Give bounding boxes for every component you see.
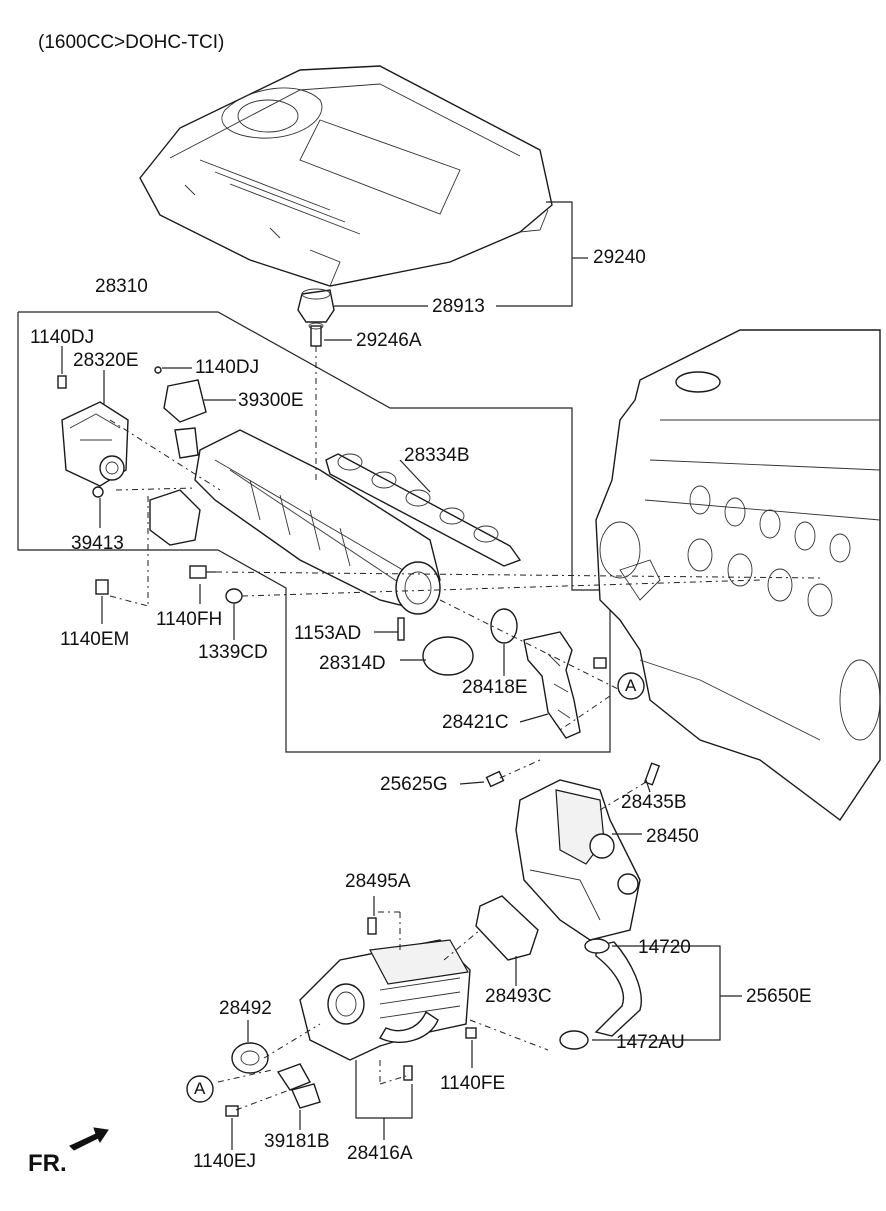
gasket-28493C-illustration xyxy=(475,895,539,961)
part-label-28493C: 28493C xyxy=(485,986,552,1007)
water-hose-25650E-illustration xyxy=(559,938,642,1050)
part-label-28450: 28450 xyxy=(646,826,699,847)
part-label-14720: 14720 xyxy=(638,937,691,958)
reference-circle-a-lower xyxy=(186,1075,214,1103)
part-label-39300E: 39300E xyxy=(238,390,304,411)
part-label-1140DJ-left: 1140DJ xyxy=(30,327,95,348)
grommet-28913-illustration xyxy=(297,288,335,323)
sensor-28320E-illustration xyxy=(57,375,129,498)
part-label-28418E: 28418E xyxy=(462,677,528,698)
engine-block-illustration xyxy=(595,329,881,822)
bolts-illustration xyxy=(95,565,405,641)
leader-lines xyxy=(61,201,742,1150)
part-label-1140EM: 1140EM xyxy=(60,629,130,650)
part-label-29246A: 29246A xyxy=(356,330,422,351)
part-label-25625G: 25625G xyxy=(380,774,448,795)
gasket-28314D-illustration xyxy=(422,636,474,676)
egr-valve-28450-illustration xyxy=(485,762,661,941)
part-label-28421C: 28421C xyxy=(442,712,509,733)
front-direction-label: FR. xyxy=(28,1150,67,1177)
part-label-25650E: 25650E xyxy=(746,986,812,1007)
part-label-28913: 28913 xyxy=(432,296,485,317)
intake-manifold-illustration xyxy=(149,427,441,615)
part-label-28320E: 28320E xyxy=(73,350,139,371)
part-label-28334B: 28334B xyxy=(404,445,470,466)
reference-mark-a-upper: A xyxy=(625,676,637,695)
sensor-39300E-illustration xyxy=(154,366,207,423)
pipe-28421C-illustration xyxy=(523,631,607,739)
alignment-dashes xyxy=(109,346,821,1111)
part-label-1140EJ: 1140EJ xyxy=(193,1151,257,1172)
egr-cooler-illustration xyxy=(225,917,477,1117)
part-label-29240: 29240 xyxy=(593,247,646,268)
part-label-1472AU: 1472AU xyxy=(616,1032,685,1053)
gasket-28334B-illustration xyxy=(325,453,522,567)
part-label-1140FE: 1140FE xyxy=(440,1073,506,1094)
front-direction-arrow-icon xyxy=(69,1127,109,1151)
part-label-28492: 28492 xyxy=(219,998,272,1019)
reference-mark-a-lower: A xyxy=(194,1079,206,1098)
part-label-39413: 39413 xyxy=(71,533,124,554)
stud-29246A-illustration xyxy=(308,322,324,347)
part-label-1339CD: 1339CD xyxy=(198,642,268,663)
part-label-28314D: 28314D xyxy=(319,653,386,674)
part-label-28416A: 28416A xyxy=(347,1143,413,1164)
engine-cover-illustration xyxy=(139,65,553,287)
part-label-28310: 28310 xyxy=(95,276,148,297)
part-label-1140FH: 1140FH xyxy=(156,609,223,630)
reference-circle-a-upper xyxy=(617,672,645,700)
part-label-28435B: 28435B xyxy=(621,792,687,813)
ring-28418E-illustration xyxy=(490,608,518,644)
part-label-28495A: 28495A xyxy=(345,871,411,892)
part-label-1140DJ-mid: 1140DJ xyxy=(195,357,260,378)
part-label-1153AD: 1153AD xyxy=(294,623,362,644)
engine-spec-header: (1600CC>DOHC-TCI) xyxy=(38,32,225,53)
part-label-39181B: 39181B xyxy=(264,1131,330,1152)
